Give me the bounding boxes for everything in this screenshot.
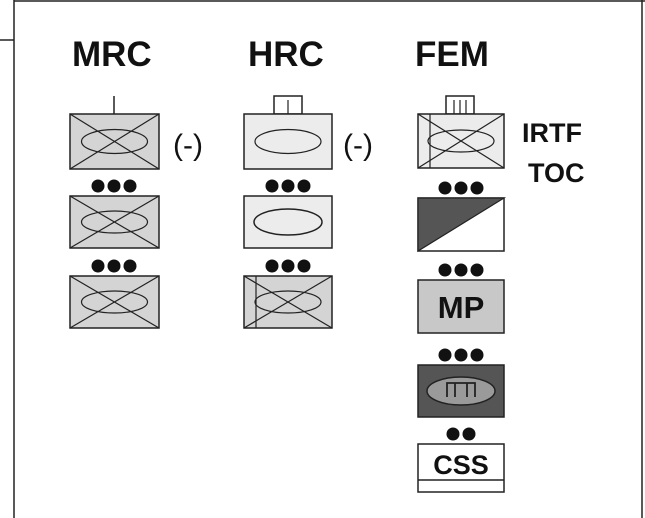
size-dot <box>446 427 460 441</box>
infantry-cross-line <box>69 113 160 170</box>
size-dot <box>91 179 105 193</box>
size-dot <box>438 263 452 277</box>
unit-frame <box>417 279 505 334</box>
hrc-column: (-) <box>243 95 373 329</box>
size-dot <box>470 263 484 277</box>
fem-column: IRTF TOC MP <box>417 95 585 493</box>
size-dot <box>454 181 468 195</box>
company-size-indicator <box>265 259 311 273</box>
armor-oval <box>253 208 323 236</box>
hrc-company-symbol <box>243 275 333 329</box>
maintenance-icon <box>446 382 476 397</box>
toc-label: TOC <box>528 158 585 188</box>
armor-oval <box>426 376 496 406</box>
size-dot <box>281 259 295 273</box>
armor-oval <box>80 128 149 155</box>
css-label: CSS <box>433 450 489 480</box>
hrc-header: HRC <box>248 35 324 74</box>
fem-split-symbol <box>417 197 507 253</box>
infantry-cross-line <box>69 275 160 329</box>
size-dot <box>462 427 476 441</box>
company-size-indicator <box>438 263 484 277</box>
mrc-modifier: (-) <box>173 129 203 162</box>
company-size-indicator <box>265 179 311 193</box>
size-dot <box>91 259 105 273</box>
size-dot <box>470 181 484 195</box>
size-dot <box>107 259 121 273</box>
size-dot <box>438 348 452 362</box>
size-dot <box>297 179 311 193</box>
mrc-company-symbol <box>69 275 160 329</box>
armor-oval <box>254 128 322 155</box>
unit-frame <box>417 443 505 493</box>
irtf-label: IRTF <box>522 118 582 148</box>
maintenance-symbol <box>417 364 505 418</box>
size-dot <box>454 263 468 277</box>
dark-triangle <box>417 197 507 253</box>
size-dot <box>265 179 279 193</box>
armor-oval <box>427 129 495 153</box>
fem-header: FEM <box>415 35 489 74</box>
mp-label: MP <box>438 290 485 325</box>
infantry-cross-line <box>243 275 333 329</box>
mrc-column: (-) <box>69 96 203 329</box>
css-symbol: CSS <box>417 443 505 493</box>
mp-symbol: MP <box>417 279 505 334</box>
infantry-cross-line <box>69 195 160 249</box>
size-dot <box>438 181 452 195</box>
company-size-indicator <box>438 348 484 362</box>
size-dot <box>281 179 295 193</box>
size-dot <box>454 348 468 362</box>
armor-oval <box>254 290 322 314</box>
unit-frame <box>243 113 333 170</box>
platoon-size-indicator <box>446 427 476 441</box>
fem-hq-symbol <box>417 95 505 169</box>
mrc-company-symbol <box>69 195 160 249</box>
size-dot <box>265 259 279 273</box>
armor-oval <box>80 210 149 234</box>
size-dot <box>123 259 137 273</box>
infantry-cross-line <box>417 113 505 169</box>
hrc-hq-symbol <box>243 95 333 170</box>
armor-oval <box>80 290 149 314</box>
size-dot <box>470 348 484 362</box>
company-size-indicator <box>91 179 137 193</box>
hrc-company-symbol <box>243 195 333 249</box>
unit-frame <box>243 195 333 249</box>
size-dot <box>297 259 311 273</box>
company-size-indicator <box>91 259 137 273</box>
mrc-header: MRC <box>72 35 152 74</box>
company-size-indicator <box>438 181 484 195</box>
mrc-hq-symbol <box>69 96 160 170</box>
size-dot <box>123 179 137 193</box>
hrc-modifier: (-) <box>343 129 373 162</box>
size-dot <box>107 179 121 193</box>
